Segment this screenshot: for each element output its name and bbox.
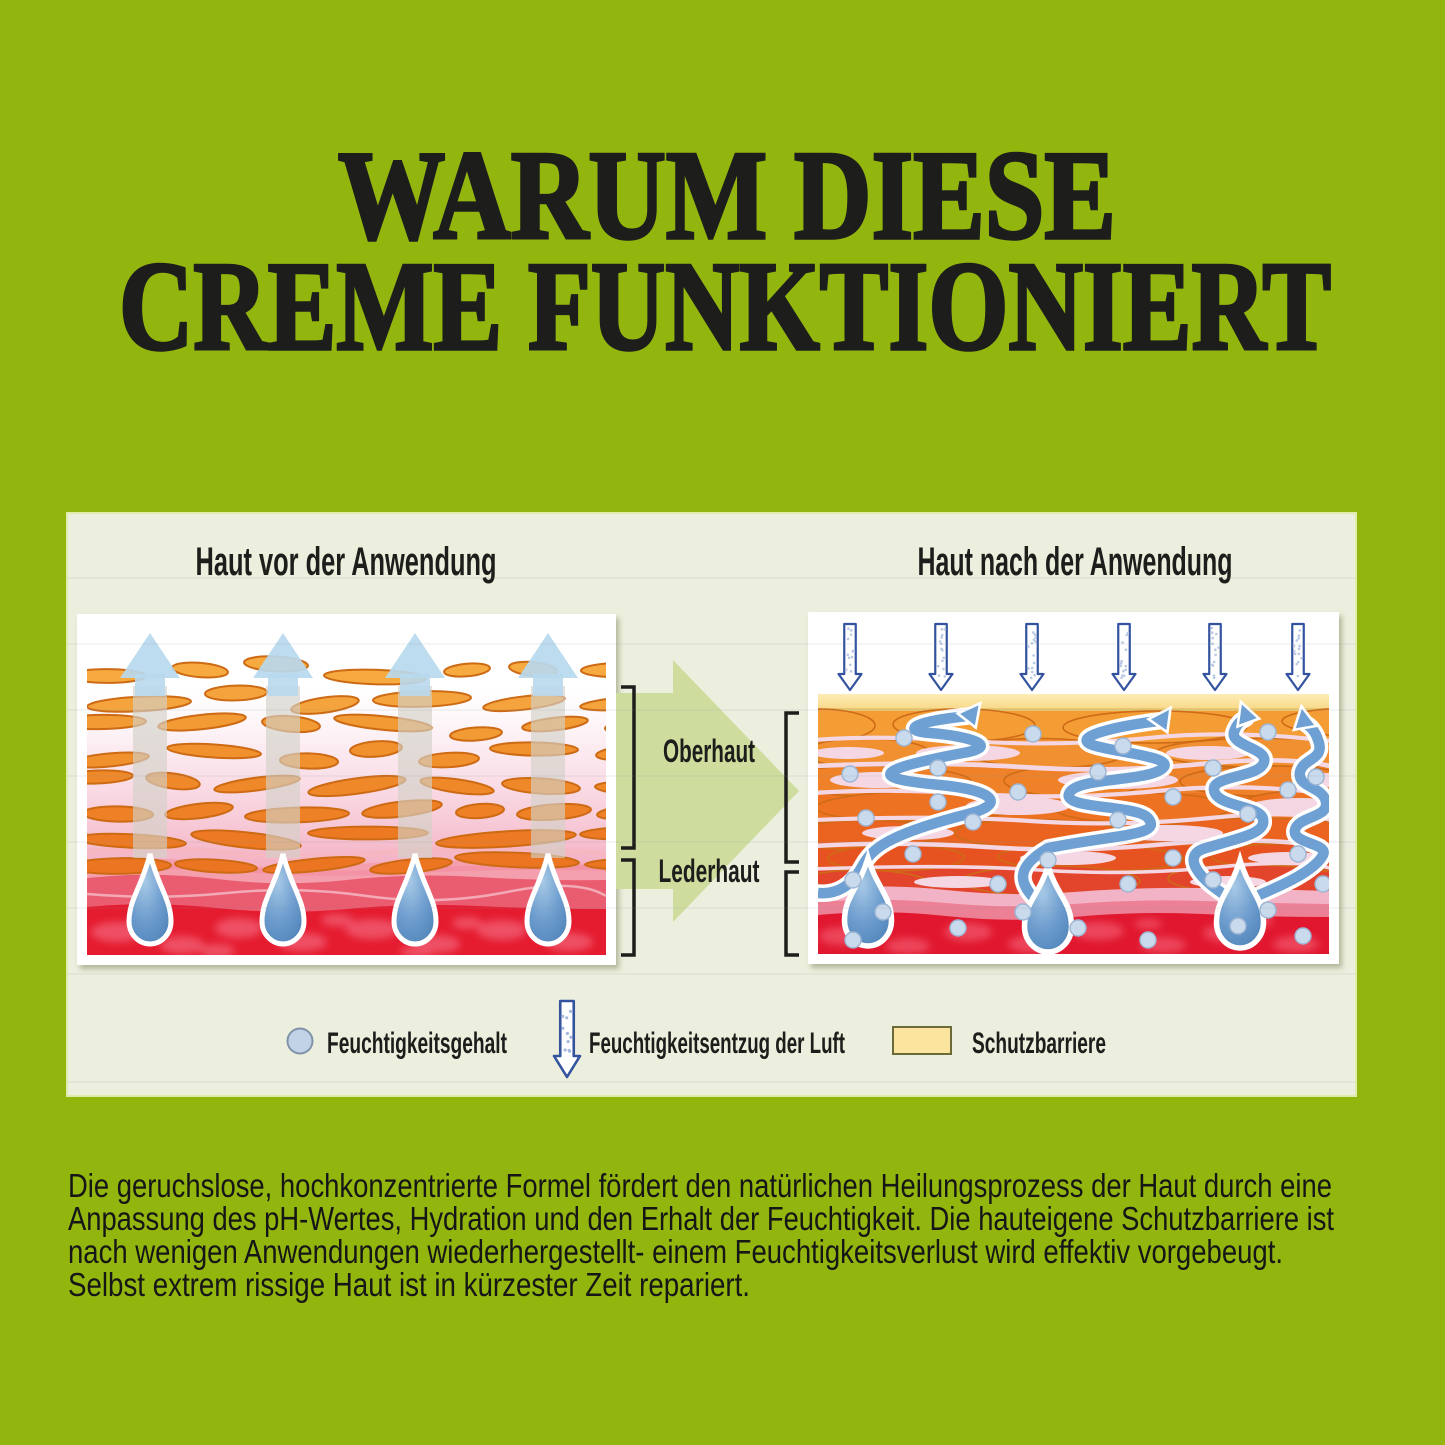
svg-text:Selbst extrem rissige Haut ist: Selbst extrem rissige Haut ist in kürzes… (68, 1266, 750, 1303)
svg-text:Haut nach der Anwendung: Haut nach der Anwendung (918, 540, 1233, 584)
svg-text:CREME FUNKTIONIERT: CREME FUNKTIONIERT (119, 237, 1331, 377)
svg-text:Feuchtigkeitsgehalt: Feuchtigkeitsgehalt (327, 1027, 507, 1060)
svg-text:Lederhaut: Lederhaut (659, 853, 760, 889)
svg-text:Oberhaut: Oberhaut (663, 733, 755, 769)
svg-text:nach wenigen Anwendungen wiede: nach wenigen Anwendungen wiederhergestel… (68, 1233, 1283, 1270)
svg-text:Schutzbarriere: Schutzbarriere (972, 1027, 1106, 1060)
svg-text:Feuchtigkeitsentzug der Luft: Feuchtigkeitsentzug der Luft (589, 1027, 845, 1060)
svg-text:Haut vor der Anwendung: Haut vor der Anwendung (196, 540, 497, 584)
svg-text:Anpassung des pH-Wertes, Hydra: Anpassung des pH-Wertes, Hydration und d… (68, 1200, 1334, 1237)
svg-text:WARUM DIESE: WARUM DIESE (338, 126, 1116, 266)
svg-text:Die geruchslose, hochkonzentri: Die geruchslose, hochkonzentrierte Forme… (68, 1167, 1332, 1204)
